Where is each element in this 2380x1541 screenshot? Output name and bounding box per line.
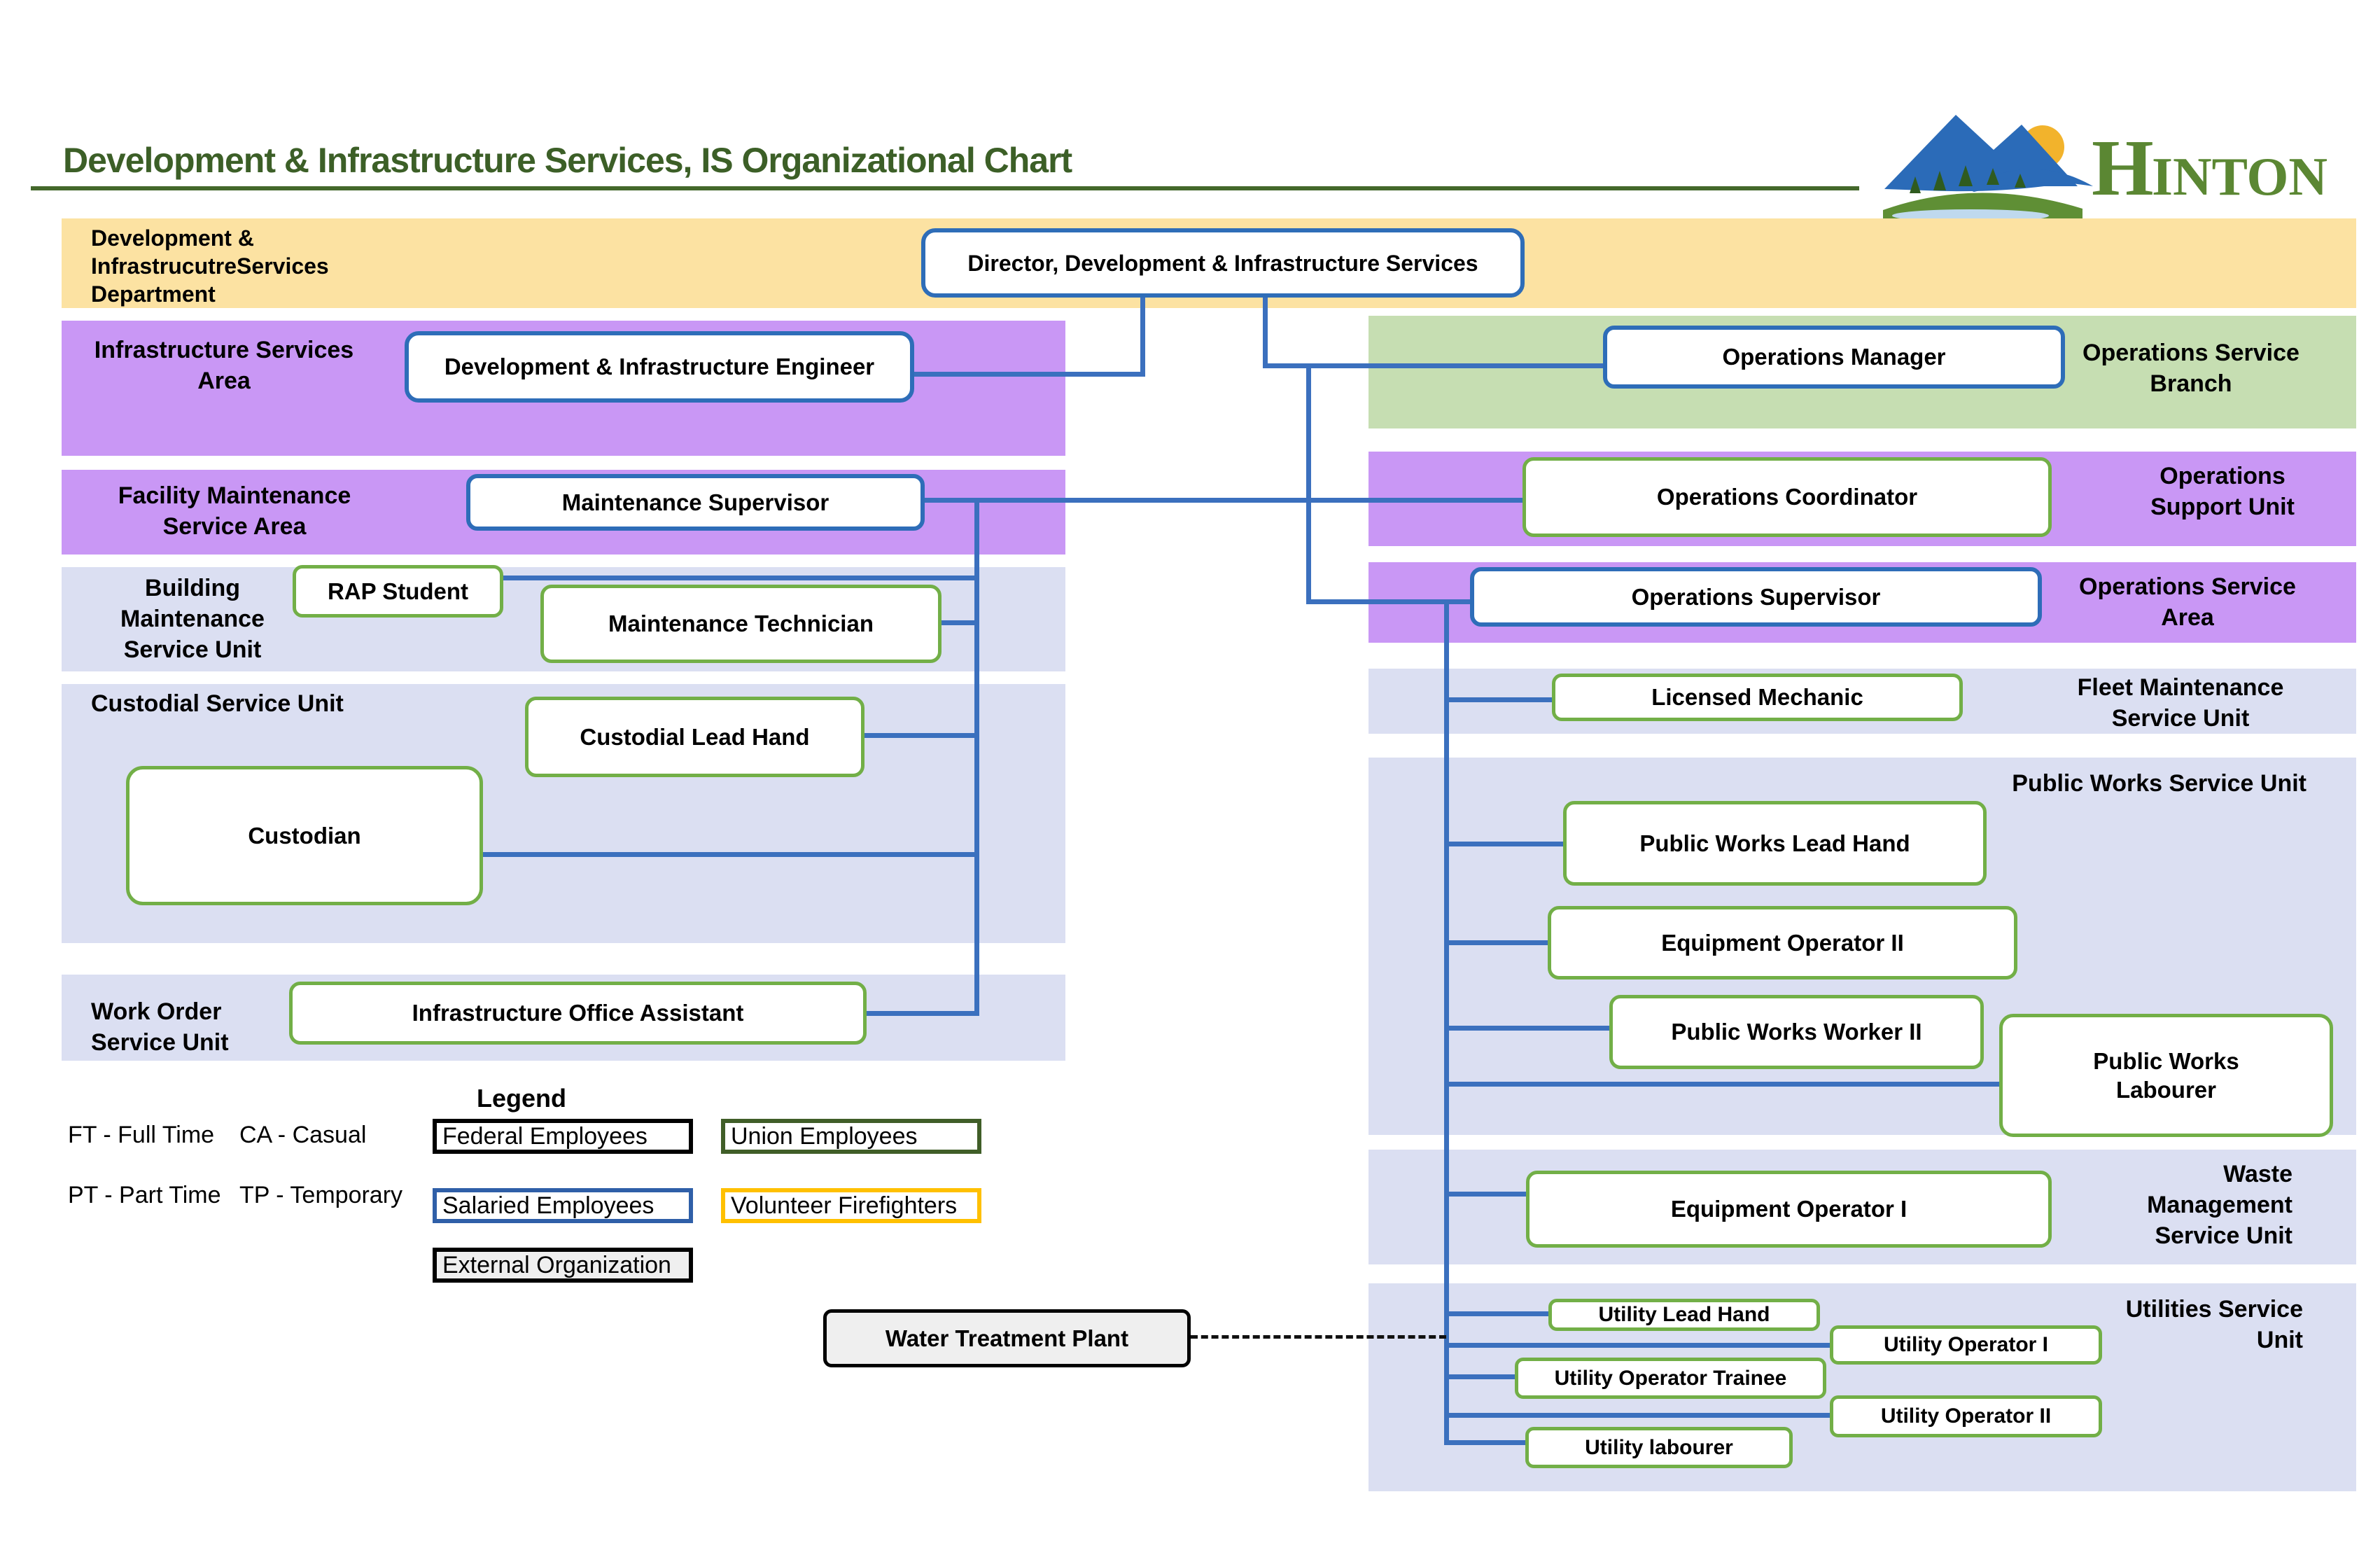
connector-utility-operator-trainee	[1444, 1374, 1515, 1379]
label-fleet-maintenance-unit: Fleet Maintenance Service Unit	[2077, 674, 2284, 732]
connector-equipment-operator-2	[1444, 940, 1548, 945]
position-box-maintenance-technician: Maintenance Technician	[540, 585, 941, 663]
position-box-maintenance-supervisor: Maintenance Supervisor	[466, 474, 925, 531]
label-public-works-unit: Public Works Service Unit	[2012, 770, 2306, 797]
connector-director-right-drop	[1263, 298, 1268, 368]
hinton-logo: H INTON	[1883, 115, 2328, 222]
position-box-office-assistant: Infrastructure Office Assistant	[289, 982, 867, 1045]
connector-left-spine	[974, 498, 979, 1016]
connector-rap-student	[503, 576, 976, 580]
position-box-utility-labourer: Utility labourer	[1525, 1427, 1793, 1468]
position-box-utility-operator-trainee: Utility Operator Trainee	[1515, 1358, 1826, 1399]
connector-utility-operator-2	[1444, 1413, 1830, 1418]
connector-engineer	[914, 372, 1145, 377]
position-box-operations-coordinator: Operations Coordinator	[1522, 457, 2052, 537]
connector-licensed-mechanic	[1444, 697, 1552, 702]
title-underline	[31, 186, 1859, 190]
legend-title: Legend	[476, 1084, 566, 1113]
connector-utility-operator-1	[1444, 1343, 1830, 1348]
connector-equipment-operator-1	[1444, 1192, 1526, 1197]
label-waste-management-unit: Waste Management Service Unit	[2147, 1161, 2292, 1250]
position-box-pw-lead-hand: Public Works Lead Hand	[1563, 801, 1987, 886]
label-building-maintenance-unit: Building Maintenance Service Unit	[120, 575, 265, 664]
label-work-order-unit: Work Order Service Unit	[91, 998, 229, 1057]
position-box-operations-supervisor: Operations Supervisor	[1470, 567, 2042, 627]
connector-ops-spine-upper	[1306, 363, 1311, 604]
position-box-pw-labourer: Public Works Labourer	[1999, 1014, 2333, 1137]
legend-abbr-full-time: FT - Full Time	[68, 1122, 215, 1148]
position-box-utility-lead-hand: Utility Lead Hand	[1548, 1299, 1820, 1331]
legend-abbr-casual: CA - Casual	[239, 1122, 367, 1148]
label-department: Development & InfrastrucutreServices Dep…	[91, 225, 329, 307]
connector-maintenance-supervisor-coordinator	[925, 498, 1522, 503]
position-box-engineer: Development & Infrastructure Engineer	[405, 331, 914, 403]
position-box-licensed-mechanic: Licensed Mechanic	[1552, 674, 1963, 721]
connector-operations-manager	[1263, 363, 1603, 368]
connector-utility-labourer	[1444, 1440, 1525, 1445]
legend-item-federal-employees: Federal Employees	[433, 1119, 693, 1154]
label-operations-support-unit: Operations Support Unit	[2150, 463, 2295, 521]
connector-utility-lead-hand	[1444, 1311, 1548, 1316]
logo-trees-icon	[1910, 165, 2026, 193]
label-operations-service-area: Operations Service Area	[2079, 573, 2296, 632]
page-title: Development & Infrastructure Services, I…	[63, 141, 1072, 180]
position-box-water-treatment-plant: Water Treatment Plant	[823, 1309, 1191, 1367]
position-box-operations-manager: Operations Manager	[1603, 326, 2065, 389]
logo-word-initial: H	[2092, 123, 2154, 212]
label-custodial-unit: Custodial Service Unit	[91, 690, 344, 717]
connector-custodial-lead-hand	[864, 733, 976, 738]
legend-abbr-part-time: PT - Part Time	[68, 1182, 221, 1208]
connector-director-left-drop	[1140, 298, 1145, 377]
position-box-custodian: Custodian	[126, 766, 483, 905]
position-box-director: Director, Development & Infrastructure S…	[921, 228, 1525, 298]
position-box-equipment-operator-2: Equipment Operator II	[1548, 906, 2017, 979]
logo-mountain-swoosh-icon	[1967, 169, 2093, 192]
logo-word-rest: INTON	[2152, 146, 2328, 207]
label-facility-maintenance-area: Facility Maintenance Service Area	[118, 482, 351, 541]
position-box-rap-student: RAP Student	[293, 565, 503, 618]
position-box-custodial-lead-hand: Custodial Lead Hand	[525, 697, 864, 777]
connector-office-assistant	[867, 1011, 979, 1016]
legend-item-volunteer-firefighters: Volunteer Firefighters	[721, 1188, 981, 1223]
connector-operations-supervisor	[1306, 599, 1470, 604]
connector-right-spine	[1444, 599, 1449, 1445]
connector-water-treatment-dashed	[1191, 1335, 1446, 1339]
legend-item-external-organization: External Organization	[433, 1248, 693, 1283]
connector-pw-labourer	[1444, 1082, 1999, 1087]
legend-item-salaried-employees: Salaried Employees	[433, 1188, 693, 1223]
connector-pw-lead-hand	[1444, 842, 1563, 846]
connector-maintenance-technician	[941, 620, 976, 625]
position-box-utility-operator-1: Utility Operator I	[1830, 1325, 2102, 1365]
position-box-equipment-operator-1: Equipment Operator I	[1526, 1171, 2052, 1248]
label-operations-service-branch: Operations Service Branch	[2082, 340, 2300, 398]
connector-custodian	[483, 852, 976, 857]
position-box-pw-worker-2: Public Works Worker II	[1609, 995, 1984, 1069]
position-box-utility-operator-2: Utility Operator II	[1830, 1395, 2102, 1437]
legend-abbr-temporary: TP - Temporary	[239, 1182, 403, 1208]
legend-item-union-employees: Union Employees	[721, 1119, 981, 1154]
label-utilities-unit: Utilities Service Unit	[2125, 1296, 2303, 1354]
connector-pw-worker-2	[1444, 1026, 1609, 1031]
label-infrastructure-services-area: Infrastructure Services Area	[94, 337, 354, 395]
